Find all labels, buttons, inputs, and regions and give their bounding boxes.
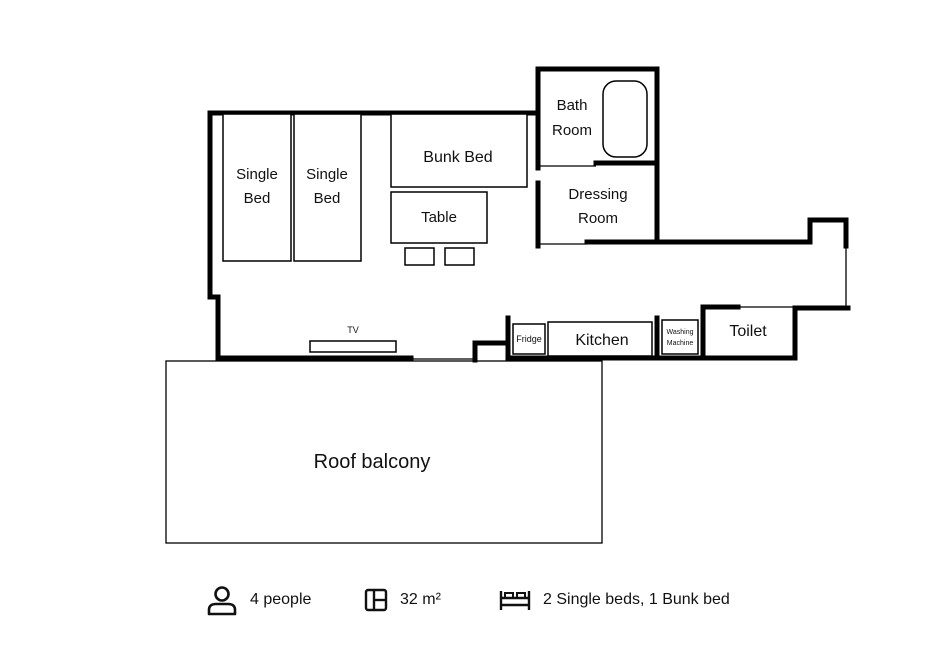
single-bed-label-line2: Bed [244,190,271,207]
balcony-door-wall [472,340,508,363]
bath-room-label-line1: Bath [557,97,588,114]
beds-info: 2 Single beds, 1 Bunk bed [499,580,730,620]
roof-balcony-label: Roof balcony [314,451,431,473]
single-bed-label-line2: Bed [314,190,341,207]
fridge-label: Fridge [516,334,542,344]
tv [309,340,397,353]
area-label: 32 m² [400,591,441,608]
corridor-wall [654,217,849,249]
washing-machine [661,319,699,355]
floor-plan-icon [364,588,388,612]
roof-balcony [165,360,603,544]
washing-machine-label-line1: Washing [667,329,694,336]
bunk-bed [390,113,528,188]
table [390,191,488,244]
toilet-top-wall [700,304,741,361]
bathtub [602,80,648,158]
tv-label: TV [347,325,359,335]
chair [444,247,475,266]
guests-label: 4 people [250,591,312,608]
kitchen-wall [505,305,851,361]
chair [404,247,435,266]
bed-icon [499,588,531,612]
room-summary: 4 people 32 m² 2 Single beds, 1 Bunk bed [0,580,940,620]
guests-info: 4 people [206,580,311,620]
bunk-bed-label: Bunk Bed [423,149,492,166]
main-room-wall [207,110,541,361]
single-bed-label-line1: Single [306,166,348,183]
person-icon [206,584,238,616]
bath-dressing-wall [535,66,660,245]
table-label: Table [421,209,457,226]
single-bed-label-line1: Single [236,166,278,183]
single-bed [222,113,292,262]
dressing-room-label-line1: Dressing [568,186,627,203]
dressing-room-label-line2: Room [578,210,618,227]
washing-machine-label-line2: Machine [667,340,694,347]
beds-label: 2 Single beds, 1 Bunk bed [543,591,730,608]
area-info: 32 m² [364,580,441,620]
toilet-label: Toilet [729,323,767,340]
single-bed [293,113,362,262]
kitchen-counter [547,321,653,357]
bath-room-label-line2: Room [552,122,592,139]
fridge [512,323,546,355]
kitchen-label: Kitchen [575,332,628,349]
